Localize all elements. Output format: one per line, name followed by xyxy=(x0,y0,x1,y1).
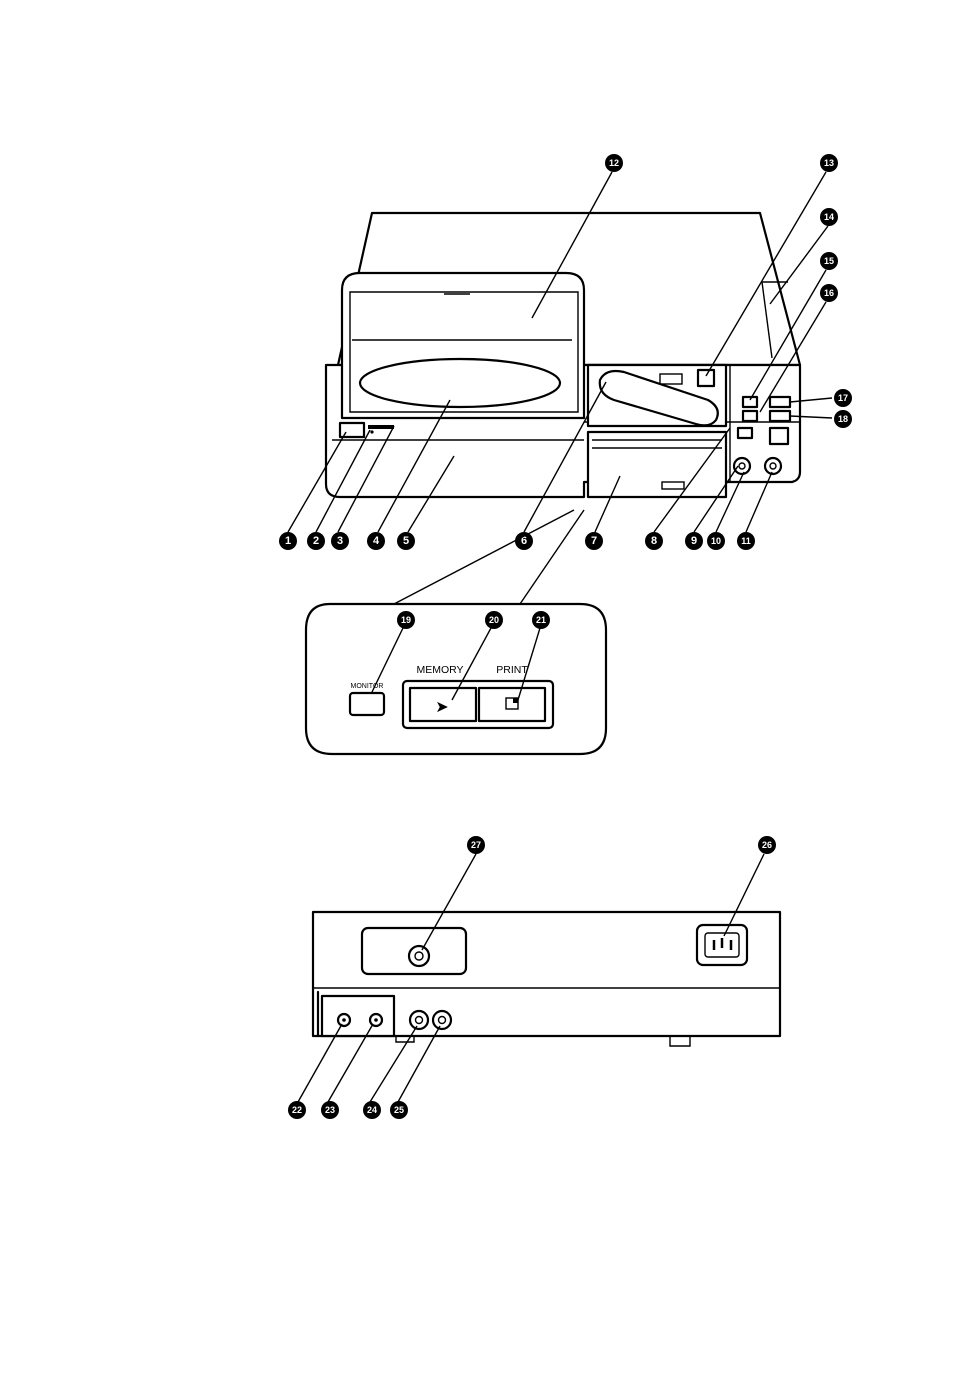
callout-25: 25 xyxy=(390,1101,408,1119)
panel-window xyxy=(770,428,788,444)
callout-2: 2 xyxy=(307,532,325,550)
monitor-button[interactable] xyxy=(350,693,384,715)
button-17[interactable] xyxy=(770,397,790,407)
print-button[interactable] xyxy=(479,688,545,721)
monitor-label: MONITOR xyxy=(351,683,384,690)
svg-text:24: 24 xyxy=(367,1105,377,1115)
svg-text:8: 8 xyxy=(651,535,657,547)
button-18[interactable] xyxy=(770,411,790,421)
s-video-in-jack[interactable] xyxy=(433,1011,451,1029)
print-label: PRINT xyxy=(496,664,528,676)
callout-7: 7 xyxy=(585,532,603,550)
callout-5: 5 xyxy=(397,532,415,550)
callout-21: 21 xyxy=(532,611,550,629)
front-view: 1 2 3 4 5 6 7 8 9 10 11 12 13 14 15 16 1… xyxy=(279,154,852,604)
svg-text:20: 20 xyxy=(489,615,499,625)
callout-12: 12 xyxy=(605,154,623,172)
callout-17: 17 xyxy=(834,389,852,407)
audio-jack-panel xyxy=(322,996,394,1036)
callout-9: 9 xyxy=(685,532,703,550)
paper-cassette-slot xyxy=(588,432,726,497)
callout-4: 4 xyxy=(367,532,385,550)
svg-text:9: 9 xyxy=(691,535,697,547)
svg-text:18: 18 xyxy=(838,414,848,424)
svg-text:7: 7 xyxy=(591,535,597,547)
svg-text:19: 19 xyxy=(401,615,411,625)
svg-text:17: 17 xyxy=(838,393,848,403)
s-video-out-jack[interactable] xyxy=(410,1011,428,1029)
callout-27: 27 xyxy=(467,836,485,854)
svg-text:2: 2 xyxy=(313,535,319,547)
paper-window xyxy=(360,359,560,407)
callout-24: 24 xyxy=(363,1101,381,1119)
play-arrow-icon: ➤ xyxy=(435,697,448,716)
callout-10: 10 xyxy=(707,532,725,550)
callout-6: 6 xyxy=(515,532,533,550)
indicator-lamp xyxy=(368,425,394,429)
button-16[interactable] xyxy=(743,411,757,421)
svg-text:22: 22 xyxy=(292,1105,302,1115)
callout-3: 3 xyxy=(331,532,349,550)
svg-text:4: 4 xyxy=(373,535,380,547)
callout-8: 8 xyxy=(645,532,663,550)
svg-text:23: 23 xyxy=(325,1105,335,1115)
rear-view: 22 23 24 25 26 27 xyxy=(288,836,780,1119)
svg-text:11: 11 xyxy=(741,536,751,546)
button-15[interactable] xyxy=(743,397,757,407)
svg-text:1: 1 xyxy=(285,535,291,547)
callout-13: 13 xyxy=(820,154,838,172)
callout-20: 20 xyxy=(485,611,503,629)
memory-label: MEMORY xyxy=(416,664,463,676)
svg-text:25: 25 xyxy=(394,1105,404,1115)
svg-text:10: 10 xyxy=(711,536,721,546)
svg-text:15: 15 xyxy=(824,256,834,266)
callout-18: 18 xyxy=(834,410,852,428)
callout-19: 19 xyxy=(397,611,415,629)
callout-16: 16 xyxy=(820,284,838,302)
svg-text:16: 16 xyxy=(824,288,834,298)
control-panel-inset: MONITOR MEMORY PRINT ➤ 19 20 21 xyxy=(306,604,606,754)
remote-connector[interactable] xyxy=(409,946,429,966)
svg-text:12: 12 xyxy=(609,158,619,168)
callout-15: 15 xyxy=(820,252,838,270)
svg-text:21: 21 xyxy=(536,615,546,625)
callout-23: 23 xyxy=(321,1101,339,1119)
svg-text:14: 14 xyxy=(824,212,834,222)
callout-26: 26 xyxy=(758,836,776,854)
callout-14: 14 xyxy=(820,208,838,226)
s-video-input-front[interactable] xyxy=(734,458,750,474)
callout-22: 22 xyxy=(288,1101,306,1119)
inset-border xyxy=(306,604,606,754)
svg-text:27: 27 xyxy=(471,840,481,850)
cassette-release-lever[interactable] xyxy=(698,370,714,386)
svg-text:26: 26 xyxy=(762,840,772,850)
callout-1: 1 xyxy=(279,532,297,550)
svg-text:3: 3 xyxy=(337,535,343,547)
video-input-front[interactable] xyxy=(765,458,781,474)
svg-text:13: 13 xyxy=(824,158,834,168)
monitor-button-small[interactable] xyxy=(738,428,752,438)
callout-11: 11 xyxy=(737,532,755,550)
svg-text:5: 5 xyxy=(403,535,409,547)
